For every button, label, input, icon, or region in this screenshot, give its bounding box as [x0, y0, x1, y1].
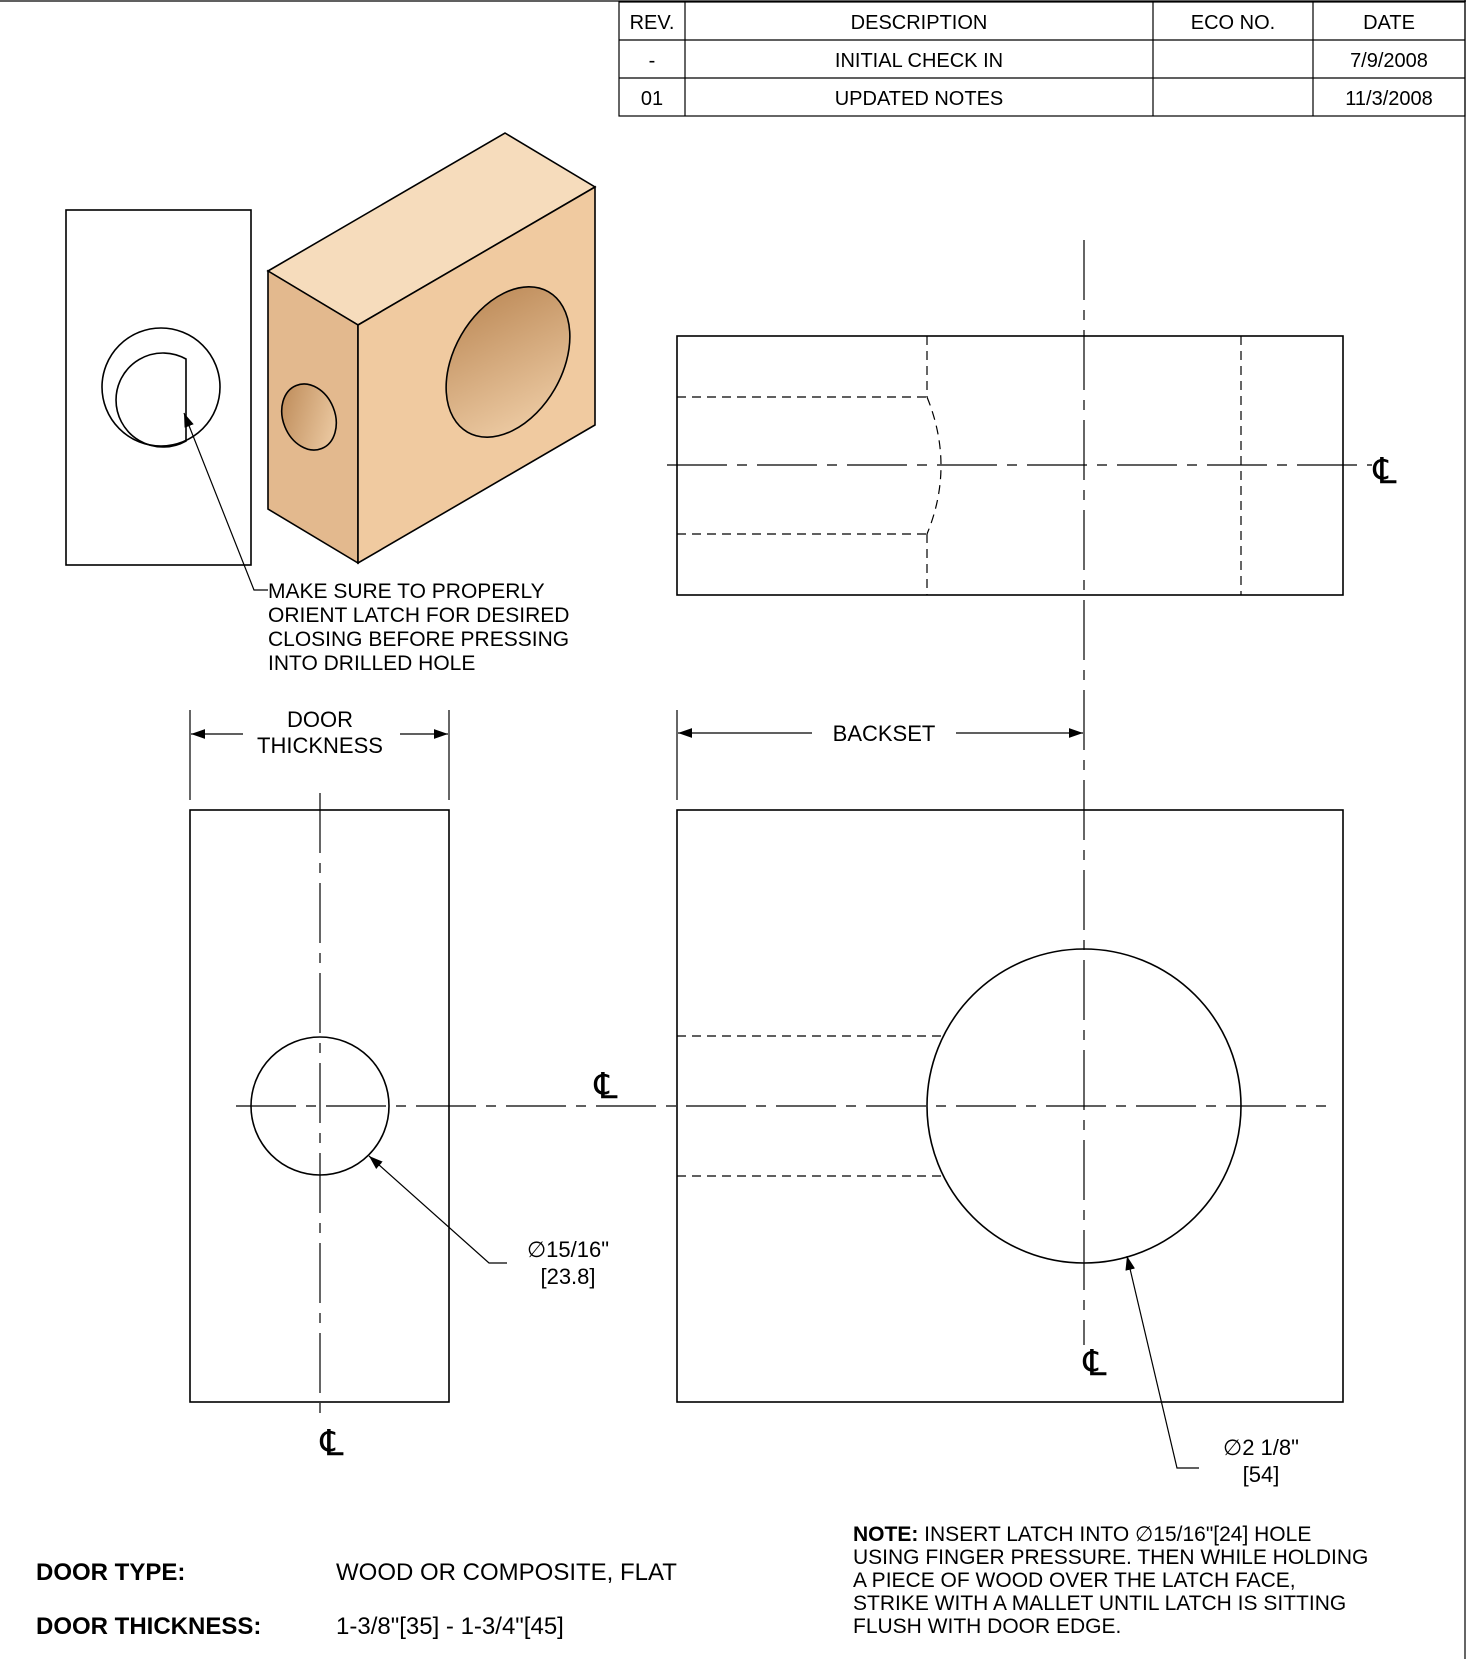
- backset-dimension: BACKSET: [676, 710, 1083, 800]
- description-row-1: INITIAL CHECK IN: [835, 50, 1003, 72]
- top-edge-view: [667, 335, 1372, 596]
- orient-callout-line-2: ORIENT LATCH FOR DESIRED: [268, 604, 569, 627]
- orient-leader: [183, 412, 268, 591]
- isometric-wood-block: [266, 132, 597, 565]
- note-line-3: A PIECE OF WOOD OVER THE LATCH FACE,: [853, 1569, 1296, 1592]
- orient-callout: MAKE SURE TO PROPERLY ORIENT LATCH FOR D…: [268, 580, 569, 675]
- note-line-1-text: INSERT LATCH INTO ∅15/16"[24] HOLE: [918, 1523, 1311, 1546]
- small-hole-iso: [280, 383, 338, 451]
- door-type-label: DOOR TYPE:: [36, 1559, 185, 1586]
- rev-header: REV.: [630, 12, 675, 34]
- orient-callout-line-1: MAKE SURE TO PROPERLY: [268, 580, 545, 603]
- large-hole-metric: [54]: [1243, 1462, 1280, 1487]
- door-thickness-dimension: DOOR THICKNESS: [189, 707, 450, 800]
- rev-row-1: -: [649, 50, 656, 72]
- rev-row-2: 01: [641, 88, 663, 110]
- note-label: NOTE:: [853, 1523, 918, 1546]
- centerline-symbol-door-face: ℄: [1082, 1342, 1106, 1383]
- note-line-5: FLUSH WITH DOOR EDGE.: [853, 1615, 1121, 1638]
- installation-note: NOTE: INSERT LATCH INTO ∅15/16"[24] HOLE…: [853, 1523, 1368, 1638]
- door-face-view: [676, 809, 1344, 1403]
- backset-label: BACKSET: [833, 721, 936, 746]
- description-header: DESCRIPTION: [851, 12, 988, 34]
- door-thickness-spec-value: 1-3/8"[35] - 1-3/4"[45]: [336, 1613, 564, 1640]
- large-hole-iso: [445, 286, 571, 438]
- small-hole-diameter: ∅15/16": [527, 1237, 609, 1262]
- date-row-1: 7/9/2008: [1350, 50, 1428, 72]
- door-edge-view: [189, 793, 450, 1415]
- small-hole-metric: [23.8]: [540, 1264, 595, 1289]
- centerline-symbol-top: ℄: [1372, 450, 1396, 491]
- note-line-4: STRIKE WITH A MALLET UNTIL LATCH IS SITT…: [853, 1592, 1346, 1615]
- revision-table: REV. DESCRIPTION ECO NO. DATE - INITIAL …: [618, 1, 1466, 117]
- date-row-2: 11/3/2008: [1345, 88, 1433, 110]
- door-thickness-label-line-1: DOOR: [287, 707, 353, 732]
- note-line-2: USING FINGER PRESSURE. THEN WHILE HOLDIN…: [853, 1546, 1368, 1569]
- description-row-2: UPDATED NOTES: [835, 88, 1004, 110]
- large-hole-face: [926, 948, 1242, 1264]
- door-specs: DOOR TYPE: WOOD OR COMPOSITE, FLAT DOOR …: [36, 1559, 677, 1640]
- latch-face-view: [65, 209, 252, 566]
- note-line-1: NOTE: INSERT LATCH INTO ∅15/16"[24] HOLE: [853, 1523, 1311, 1546]
- centerline-symbol-door-edge: ℄: [319, 1422, 343, 1463]
- centerline-symbol-middle: ℄: [593, 1065, 617, 1106]
- door-thickness-spec-label: DOOR THICKNESS:: [36, 1613, 261, 1640]
- door-type-value: WOOD OR COMPOSITE, FLAT: [336, 1559, 677, 1586]
- date-header: DATE: [1363, 12, 1415, 34]
- small-hole-leader: [368, 1155, 507, 1264]
- large-hole-diameter: ∅2 1/8": [1223, 1435, 1299, 1460]
- large-hole-leader: [1125, 1255, 1199, 1469]
- orient-callout-line-3: CLOSING BEFORE PRESSING: [268, 628, 569, 651]
- eco-header: ECO NO.: [1191, 12, 1275, 34]
- door-thickness-label-line-2: THICKNESS: [257, 733, 383, 758]
- orient-callout-line-4: INTO DRILLED HOLE: [268, 652, 475, 675]
